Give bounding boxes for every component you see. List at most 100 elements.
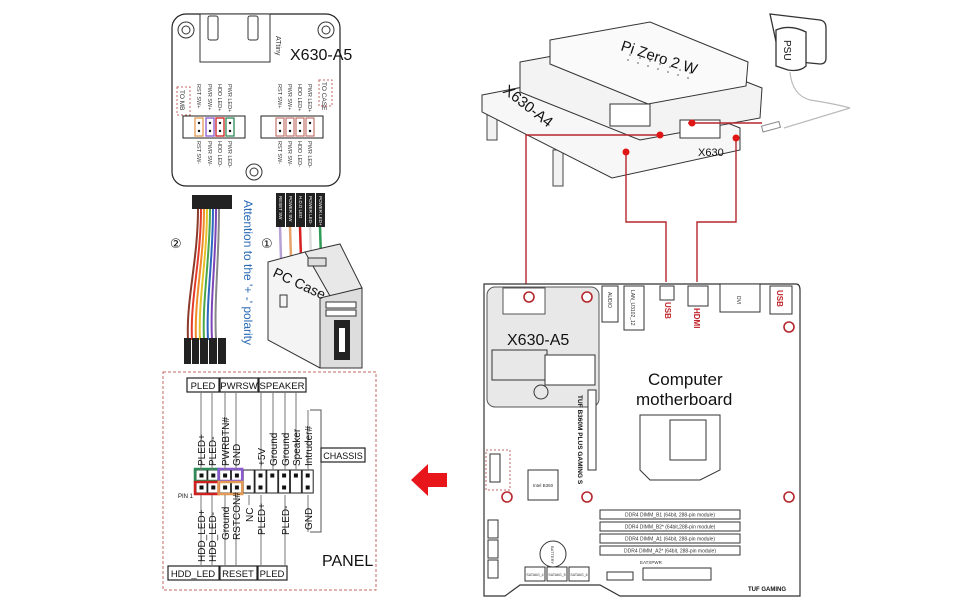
to-mb-label: TO MB (178, 90, 185, 110)
panel-pin-column (242, 469, 255, 494)
adapter-right-bottom-pin: RST SW- (276, 141, 282, 164)
panel-pin-bottom (305, 485, 310, 490)
panel-pin-column (301, 469, 314, 494)
panel-pin-top (258, 473, 263, 478)
panel-pin-bottom (234, 485, 239, 490)
panel-pin-top (305, 473, 310, 478)
chipset-label: Intel B360 (533, 483, 554, 488)
panel-pin-bottom (282, 485, 287, 490)
adapter-right-bottom-pin: HDD LED- (296, 141, 302, 167)
group-label-pwrsw: PWRSW (220, 381, 258, 392)
rainbow-cable: ② (170, 195, 232, 364)
panel-bottom-pin-label: HDD_LED+ (197, 509, 208, 562)
case-connector-label: POWER LED- (308, 196, 313, 225)
group-label-reset: RESET (222, 569, 254, 580)
panel-top-pin-label: Speaker (292, 428, 303, 466)
sata-port-label: SATA6G_5 (548, 573, 565, 577)
panel-top-pin-label: PWRBTN# (221, 417, 232, 466)
adapter-right-bottom-pin: PWR LED- (306, 141, 312, 168)
panel-bottom-pin-label: Ground (221, 507, 232, 540)
cable-2-marker: ② (170, 237, 182, 252)
panel-pinout: PLED PWRSW SPEAKER HDD_LED RESET PLED CH… (162, 371, 377, 591)
dimm-slot (599, 521, 741, 532)
adapter-left-top-pin: RST SW+ (195, 84, 201, 109)
adapter-title: X630-A5 (290, 47, 352, 64)
io-port-usb-2: USB (775, 290, 784, 307)
panel-bottom-pin-label: GND (304, 508, 315, 530)
panel-pin-top (270, 473, 275, 478)
io-port-dvi: DVI (735, 296, 741, 304)
panel-top-pin-label: PLED+ (197, 434, 208, 466)
adapter-right-top-pin: PWR LED+ (306, 84, 312, 112)
case-connector-label: POWER SW (288, 196, 293, 222)
mb-adapter-label: X630-A5 (507, 332, 569, 349)
mb-model: TUF B360M PLUS GAMING S (576, 395, 583, 485)
panel-top-pin-label: Ground (269, 433, 280, 466)
sata-port-vertical (487, 519, 499, 539)
panel-bottom-pin-label: PLED+ (257, 503, 268, 535)
sata-port-vertical (487, 559, 499, 579)
panel-pin-top (199, 473, 204, 478)
dimm-slot-label: DDR4 DIMM_B2* (64bit,288-pin module) (625, 525, 716, 531)
sata-port-label: SATA6G_6 (570, 573, 587, 577)
x630-label: X630 (698, 147, 724, 159)
polarity-note: Attention to the '+ -' polarity (241, 200, 255, 345)
mb-title-line1: Computer (648, 370, 723, 389)
panel-pin-bottom (246, 485, 251, 490)
panel-pin-top (223, 473, 228, 478)
case-connector-label: POWER LED+ (318, 196, 323, 226)
dimm-slot (599, 533, 741, 544)
adapter-board: X630-A5 ATtiny TO MB TO CASE RST SW+ (171, 13, 352, 187)
io-port-usb-1: USB (663, 302, 672, 319)
panel-pin-column (289, 469, 302, 494)
panel-pin-bottom (199, 485, 204, 490)
group-label-speaker: SPEAKER (260, 381, 305, 392)
panel-bottom-pin-label: RSTCON# (232, 492, 243, 540)
panel-pin-bottom (211, 485, 216, 490)
left-arrow-icon (411, 464, 447, 496)
sata-port (524, 566, 546, 582)
dimm-slot-label: DDR4 DIMM_B1 (64bit, 288-pin module) (625, 513, 715, 519)
panel-pin-column (266, 469, 279, 494)
pin1-label: PIN 1 (178, 494, 194, 500)
adapter-left-bottom-pin: RST SW- (195, 141, 201, 164)
adapter-left-top-pin: PWR SW+ (206, 84, 212, 110)
panel-top-pin-label: GND (232, 444, 243, 466)
adapter-left-bottom-pin: PWR SW- (206, 141, 212, 166)
mb-title-line2: motherboard (636, 390, 732, 409)
group-label-pled-bottom: PLED (260, 569, 285, 580)
panel-top-pin-label: Intruder# (304, 426, 315, 466)
dimm-slot (599, 509, 741, 520)
adapter-right-top-pin: PWR SW+ (286, 84, 292, 110)
connection-dot (732, 134, 740, 142)
io-port-lan: LAN_U3102_12 (629, 290, 635, 326)
chip-label: ATtiny (274, 36, 281, 56)
dimm-slot (599, 545, 741, 556)
panel-bottom-pin-label: PLED- (281, 506, 292, 535)
panel-title: PANEL (322, 553, 373, 570)
panel-bottom-pin-label: HDD_LED- (208, 512, 219, 562)
adapter-left-top-pin: HDD LED+ (216, 84, 222, 111)
dimm-slot-label: DDR4 DIMM_A2* (64bit, 288-pin module) (624, 549, 716, 555)
case-connector-label: RESET SW (278, 196, 283, 220)
panel-top-pin-label: PLED- (208, 437, 219, 466)
connection-dot (656, 131, 664, 139)
panel-pin-top (282, 473, 287, 478)
group-label-pled-top: PLED (191, 381, 216, 392)
cable-1-marker: ① (261, 237, 273, 252)
sata-port (568, 566, 590, 582)
dimm-slot-label: DDR4 DIMM_A1 (64bit, 288-pin module) (625, 537, 715, 543)
reset-group-outline (217, 480, 244, 496)
adapter-right-top-pin: RST SW+ (276, 84, 282, 109)
adapter-right-bottom-pin: PWR SW- (286, 141, 292, 166)
panel-pin-top (293, 473, 298, 478)
connection-dot (622, 148, 630, 156)
sata-port (546, 566, 568, 582)
adapter-left-top-pin: PWR LED+ (226, 84, 232, 112)
to-case-label: TO CASE (320, 82, 327, 111)
battery-label: BATTERY (550, 546, 555, 564)
chassis-label: CHASSIS (323, 451, 363, 461)
panel-pin-bottom (258, 485, 263, 490)
sata-port-vertical (487, 539, 499, 559)
